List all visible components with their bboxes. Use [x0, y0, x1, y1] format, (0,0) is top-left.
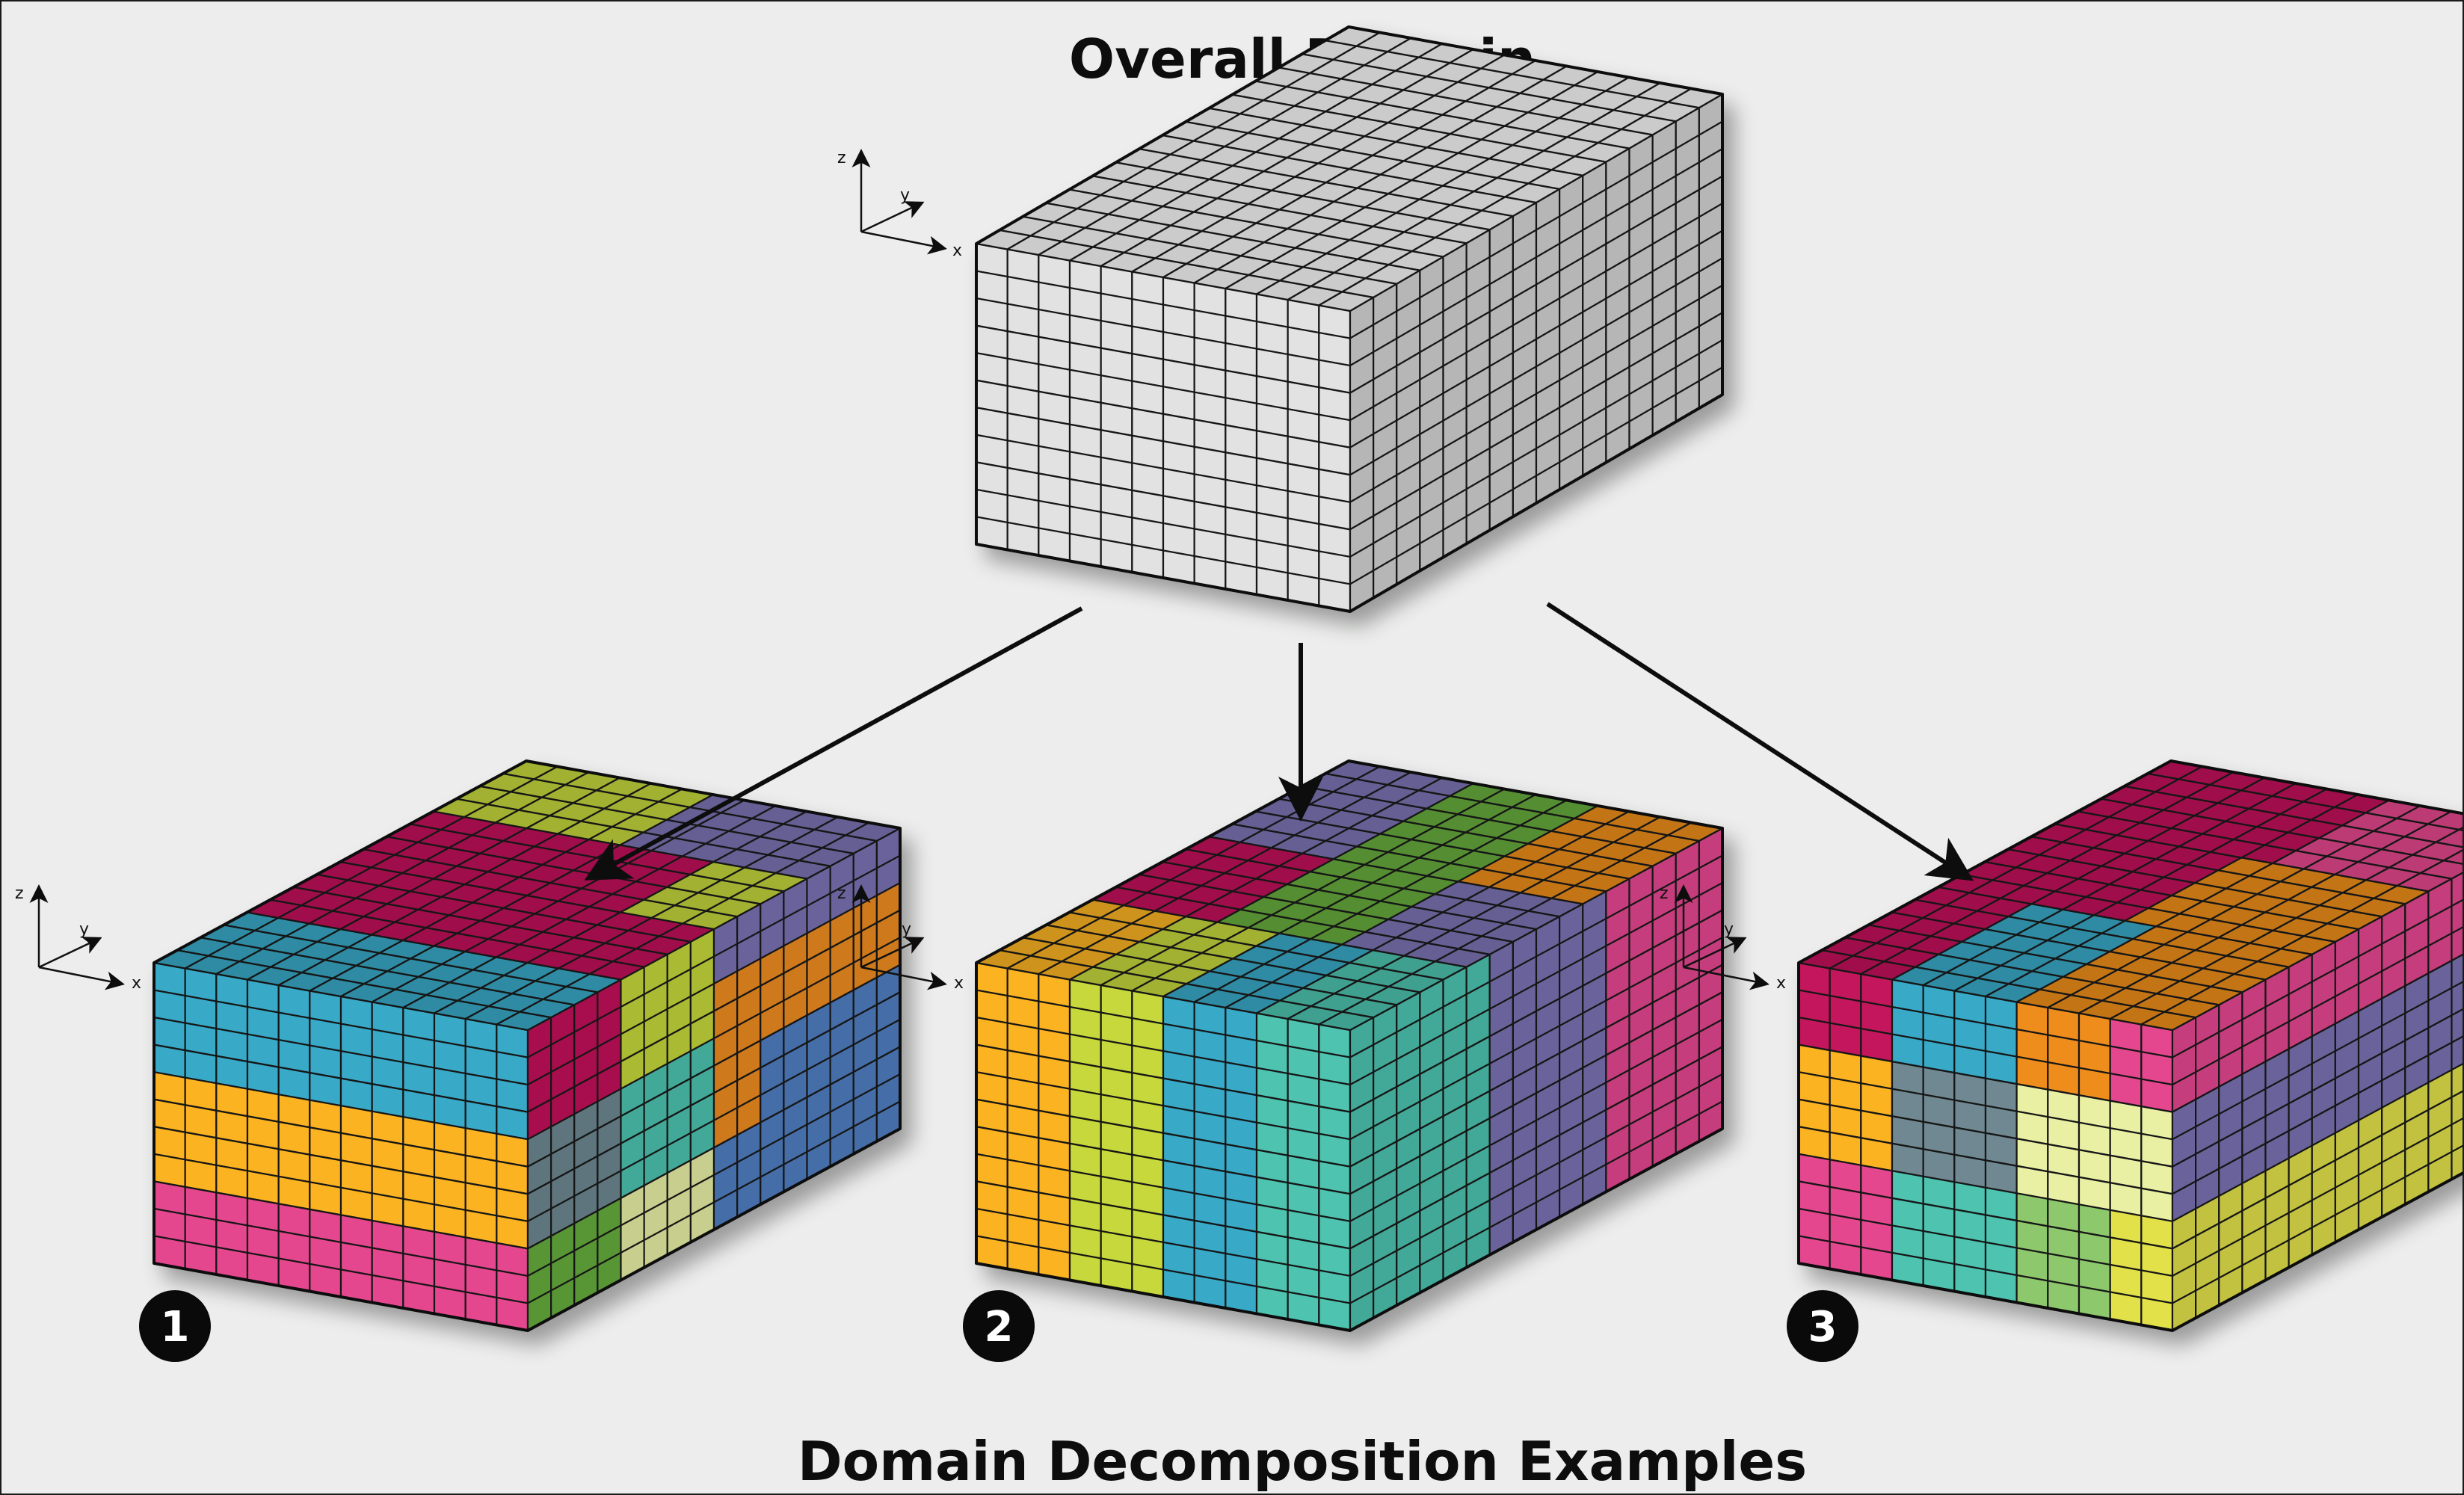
grid-cell [2442, 849, 2463, 865]
grid-cell [2419, 860, 2463, 880]
decomposition-example-2-cube [975, 759, 1724, 1332]
grid-cell [2451, 1035, 2463, 1071]
badge-circle [1787, 1290, 1858, 1362]
y-axis-arrow [1683, 937, 1747, 969]
x-axis-label: x [954, 974, 964, 993]
top-face [975, 25, 1724, 312]
grid-cell [2451, 1118, 2463, 1153]
cube-outline [1797, 759, 2463, 1332]
decomposition-example-1-cube [153, 759, 902, 1332]
grid-cell [2451, 898, 2463, 934]
badge-number: 1 [161, 1303, 190, 1351]
decomposition-example-3-cube [1797, 759, 2463, 1332]
side-face [1349, 93, 1724, 613]
side-face [1349, 827, 1724, 1332]
x-axis-label: x [952, 241, 962, 260]
grid-cell [2435, 828, 2463, 848]
grid-cell [2458, 827, 2463, 831]
z-axis-label: z [15, 884, 24, 903]
example-3-badge: 3 [1787, 1290, 1858, 1362]
grid-cell [2451, 1090, 2463, 1126]
badge-circle [963, 1290, 1035, 1362]
cube-outline [975, 759, 1724, 1332]
x-axis-label: x [1776, 974, 1786, 993]
badge-circle [139, 1290, 211, 1362]
front-face [153, 961, 529, 1332]
grid-cell [2451, 1063, 2463, 1098]
decomposition-arrows [584, 602, 1974, 881]
badge-number: 2 [985, 1303, 1014, 1351]
grid-cell [2451, 981, 2463, 1017]
x-axis-arrow [860, 966, 947, 990]
badge-number: 3 [1808, 1303, 1838, 1351]
front-face [975, 242, 1352, 613]
x-axis-arrow [860, 230, 947, 255]
axis-triad-overall: x y z [837, 149, 962, 260]
grid-cell [2412, 841, 2463, 862]
y-axis-label: y [1724, 920, 1734, 939]
top-face [975, 759, 1724, 1032]
y-axis-label: y [900, 186, 910, 205]
arrow-to-example-3 [1546, 602, 1974, 881]
grid-cell [2451, 1008, 2463, 1044]
overall-domain-cube [975, 25, 1724, 613]
y-axis-label: y [902, 920, 911, 939]
z-axis-label: z [837, 149, 846, 167]
example-2-badge: 2 [963, 1290, 1035, 1362]
z-axis-label: z [837, 884, 846, 903]
arrow-to-example-1 [584, 606, 1083, 881]
decomposition-examples-title: Domain Decomposition Examples [798, 1430, 1807, 1493]
cube-outline [153, 759, 902, 1332]
grid-cell [2451, 1144, 2463, 1180]
x-axis-label: x [132, 974, 141, 993]
y-axis-arrow [860, 201, 925, 233]
y-axis-arrow [860, 937, 925, 969]
front-face [975, 961, 1352, 1332]
front-face [1797, 961, 2174, 1332]
x-axis-arrow [38, 966, 125, 990]
example-1-badge: 1 [139, 1290, 211, 1362]
y-axis-arrow [38, 937, 102, 969]
grid-cell [2427, 810, 2463, 830]
grid-cell [2451, 872, 2463, 907]
side-face [526, 827, 902, 1332]
axis-triad-example-1: x y z [15, 884, 141, 993]
x-axis-arrow [1683, 966, 1770, 990]
z-axis-label: z [1660, 884, 1669, 903]
grid-cell [2451, 926, 2463, 962]
grid-cell [2451, 954, 2463, 989]
axis-triad-example-3: x y z [1660, 884, 1786, 993]
y-axis-label: y [79, 920, 89, 939]
axis-triad-example-2: x y z [837, 884, 964, 993]
cube-outline [975, 25, 1724, 613]
